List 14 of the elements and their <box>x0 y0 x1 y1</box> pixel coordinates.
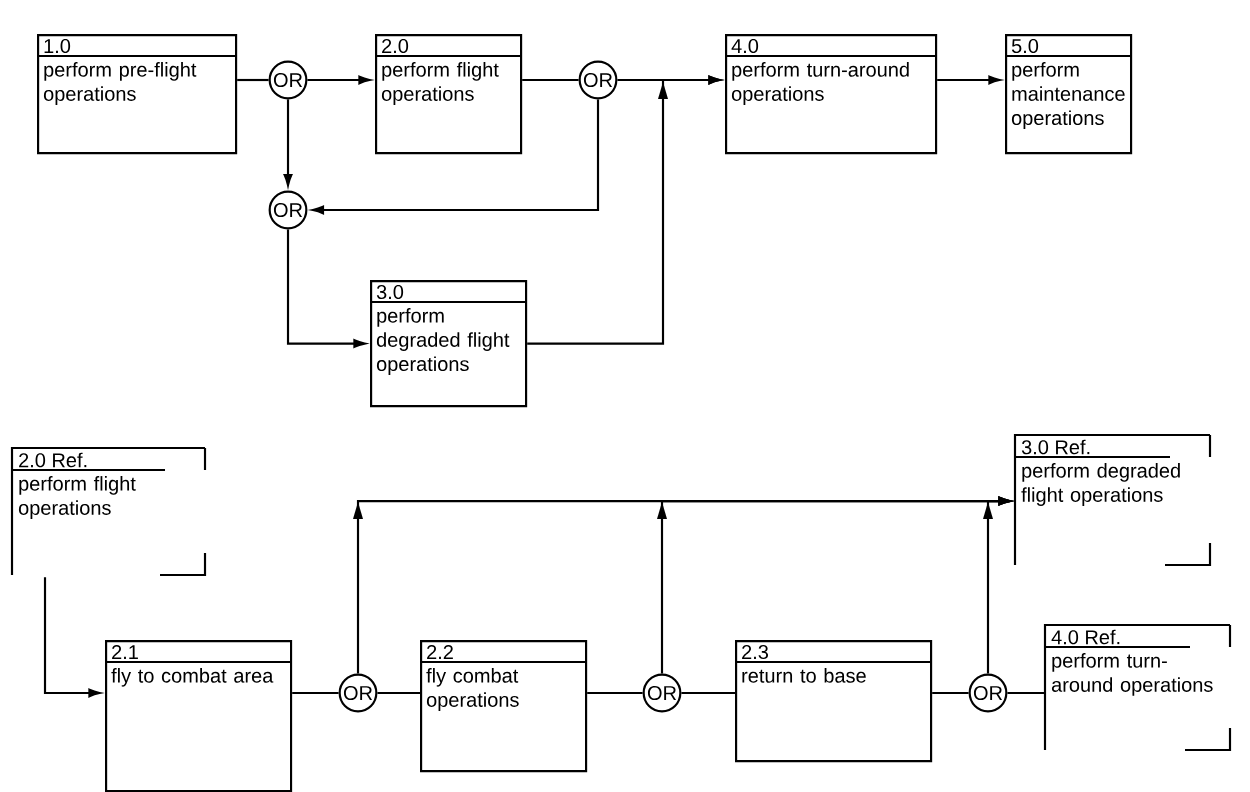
process-box: 2.0 perform flight operations <box>375 34 523 155</box>
reference-box: 3.0 Ref. perform degraded flight operations <box>1013 433 1212 567</box>
process-box: 4.0 perform turn-around operations <box>725 34 938 155</box>
arrow <box>311 99 600 215</box>
arrow <box>983 496 1011 674</box>
process-box: 2.3 return to base <box>735 640 933 763</box>
arrow <box>283 99 293 187</box>
reference-box: 4.0 Ref. perform turn-around operations <box>1043 623 1232 752</box>
process-box: 1.0 perform pre-flight operations <box>37 34 238 155</box>
process-box: 2.2 fly combat operations <box>420 640 588 773</box>
reference-box: 2.0 Ref. perform flight operations <box>10 446 207 577</box>
process-box: 2.1 fly to combat area <box>105 640 293 792</box>
process-box: 3.0 perform degraded flight operations <box>370 280 528 408</box>
process-box: 5.0 perform maintenance operations <box>1005 34 1133 155</box>
